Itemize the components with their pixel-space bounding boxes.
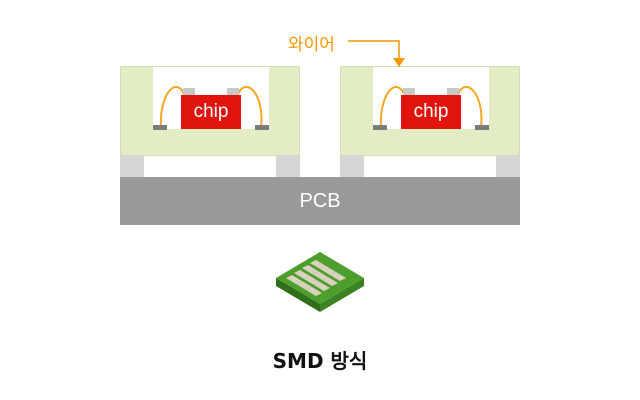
diagram-caption: SMD 방식 xyxy=(272,349,368,373)
smd-module-icon xyxy=(276,252,364,312)
package-leg xyxy=(276,155,300,177)
chip-contact xyxy=(227,88,239,95)
package-right: chip xyxy=(340,66,520,156)
chip-contact xyxy=(183,88,195,95)
pcb-board: PCB xyxy=(120,177,520,225)
chip-contact xyxy=(447,88,459,95)
lead-pad xyxy=(475,125,489,130)
chip-contact xyxy=(403,88,415,95)
bond-wires-right xyxy=(379,85,483,128)
lead-pad xyxy=(255,125,269,130)
lead-pad xyxy=(153,125,167,130)
chip-label: chip xyxy=(181,95,241,129)
chip-label: chip xyxy=(401,95,461,129)
package-leg xyxy=(340,155,364,177)
pcb-label: PCB xyxy=(299,190,341,212)
package-leg xyxy=(496,155,520,177)
wire-label: 와이어 xyxy=(288,35,335,55)
bond-wires-left xyxy=(159,85,263,128)
package-left: chip xyxy=(120,66,300,156)
lead-pad xyxy=(373,125,387,130)
package-leg xyxy=(120,155,144,177)
